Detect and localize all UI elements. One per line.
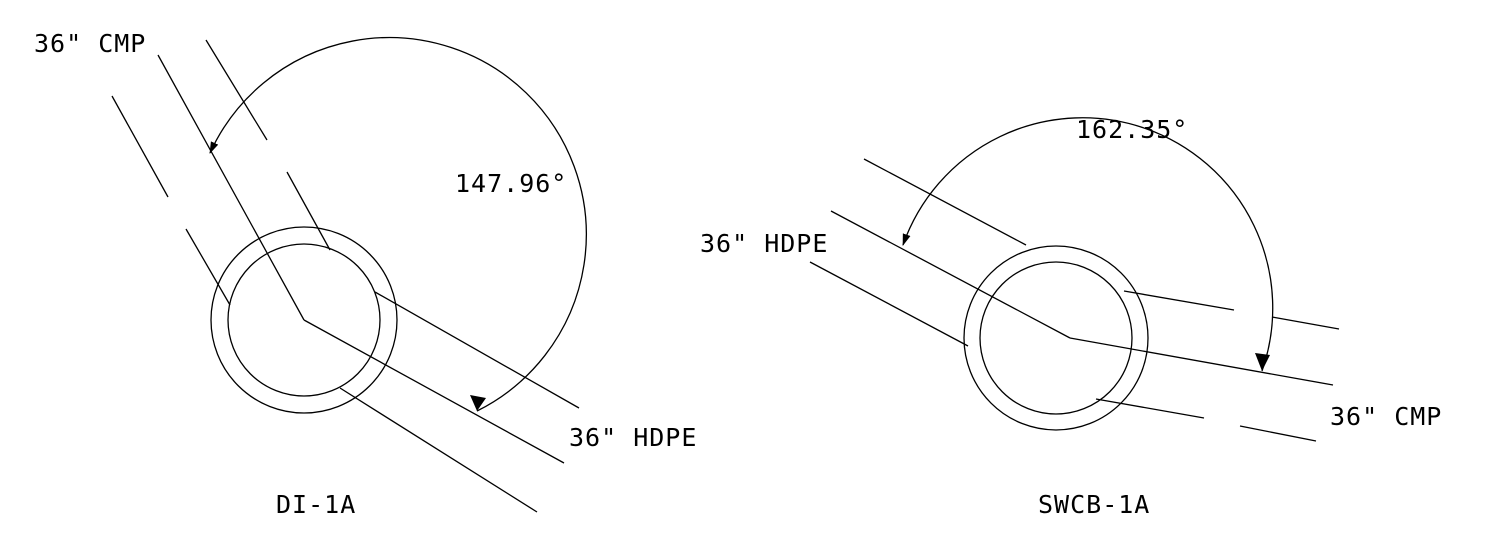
pipe-cmp <box>111 39 331 321</box>
detail-swcb-1a: 162.35° 36" HDPE 36" CMP SWCB-1A <box>700 115 1442 519</box>
angle-label: 147.96° <box>455 169 567 198</box>
detail-name: SWCB-1A <box>1038 490 1150 519</box>
pipe-centerline <box>157 54 305 321</box>
structure-outer-circle <box>963 245 1149 431</box>
pipe-wall <box>809 261 969 347</box>
pipe-wall <box>111 95 169 198</box>
pipe-wall <box>286 171 331 251</box>
angle-label: 162.35° <box>1076 115 1188 144</box>
pipe-wall <box>339 387 538 513</box>
pipe-wall <box>1123 290 1235 311</box>
angle-dimension-arc <box>209 37 587 412</box>
pipe-centerline <box>303 319 565 464</box>
angle-dimension-arc <box>902 117 1274 372</box>
pipe-label-hdpe: 36" HDPE <box>700 229 828 258</box>
pipe-wall <box>863 158 1027 246</box>
pipe-label-cmp: 36" CMP <box>1330 402 1442 431</box>
pipe-hdpe <box>303 291 580 513</box>
pipe-wall <box>374 291 580 409</box>
pipe-wall <box>205 39 268 141</box>
pipe-label-hdpe: 36" HDPE <box>569 423 697 452</box>
pipe-cmp <box>1069 290 1340 442</box>
pipe-label-cmp: 36" CMP <box>34 29 146 58</box>
structure-inner-circle <box>979 261 1133 415</box>
pipe-wall <box>1095 398 1205 419</box>
angle-arrowhead <box>470 395 486 411</box>
pipe-centerline <box>830 210 1071 339</box>
detail-di-1a: 36" CMP 147.96° 36" HDPE DI-1A <box>34 29 697 519</box>
structure-outer-circle <box>210 226 398 414</box>
pipe-centerline <box>1069 337 1334 386</box>
pipe-wall <box>185 228 231 306</box>
structure-inner-circle <box>227 243 381 397</box>
pipe-wall <box>1239 425 1317 442</box>
pipe-hdpe <box>809 158 1071 347</box>
angle-arrowhead <box>1255 353 1270 371</box>
detail-name: DI-1A <box>276 490 356 519</box>
pipe-wall <box>1271 316 1340 330</box>
